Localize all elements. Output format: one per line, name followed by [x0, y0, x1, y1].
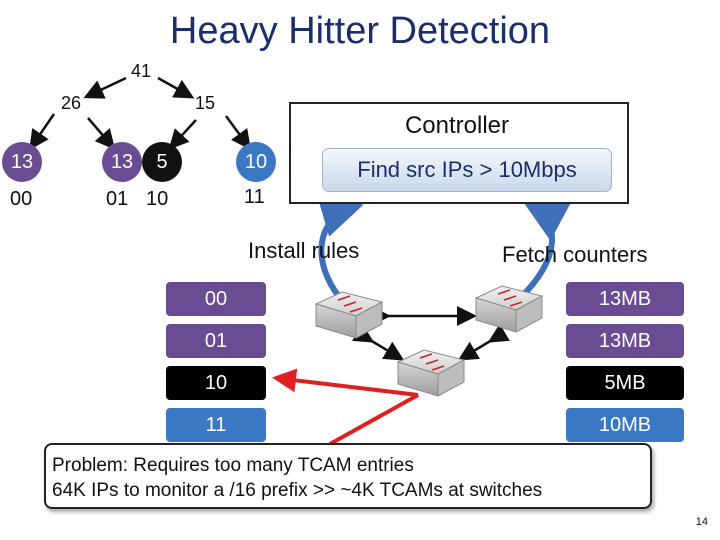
leaf-bits-11: 11 [244, 186, 265, 208]
leaf-bits-00: 00 [10, 188, 33, 210]
rule-prefix-11: 11 [166, 408, 266, 442]
rule-counter-01: 13MB [566, 324, 684, 358]
switch-left [314, 291, 384, 339]
tree-node-right: 15 [194, 92, 216, 113]
page-title: Heavy Hitter Detection [169, 10, 551, 52]
tree-leaf-10: 5 [142, 142, 182, 182]
tree-node-left: 26 [60, 92, 82, 113]
rule-prefix-01: 01 [166, 324, 266, 358]
tree-edges [29, 76, 251, 151]
tree-leaf-11: 10 [236, 142, 276, 182]
switch-bottom [396, 349, 466, 397]
rule-counter-10: 5MB [566, 366, 684, 400]
page-number: 14 [695, 516, 708, 528]
problem-line-1: Problem: Requires too many TCAM entries [52, 455, 414, 476]
controller-query-label: Find src IPs > 10Mbps [357, 157, 577, 182]
problem-callout: Problem: Requires too many TCAM entries … [44, 443, 652, 509]
network-links [351, 306, 511, 361]
leaf-bits-01: 01 [106, 188, 129, 210]
tcam-links [272, 368, 419, 446]
install-rules-label: Install rules [248, 238, 360, 263]
switch-right [474, 285, 544, 333]
rule-prefix-10: 10 [166, 366, 266, 400]
leaf-bits-10: 10 [146, 188, 169, 210]
problem-line-2: 64K IPs to monitor a /16 prefix >> ~4K T… [52, 480, 543, 501]
rule-counter-11: 10MB [566, 408, 684, 442]
controller-label: Controller [404, 112, 510, 139]
tree-leaf-01: 13 [102, 142, 142, 182]
rule-counter-00: 13MB [566, 282, 684, 316]
install-rules-arrow [317, 196, 364, 300]
controller-query-button[interactable]: Find src IPs > 10Mbps [322, 148, 612, 192]
fetch-counters-label: Fetch counters [502, 242, 648, 267]
fetch-counters-arrow [517, 202, 571, 301]
rule-prefix-00: 00 [166, 282, 266, 316]
tree-leaf-00: 13 [2, 142, 42, 182]
tree-node-root: 41 [130, 60, 152, 81]
